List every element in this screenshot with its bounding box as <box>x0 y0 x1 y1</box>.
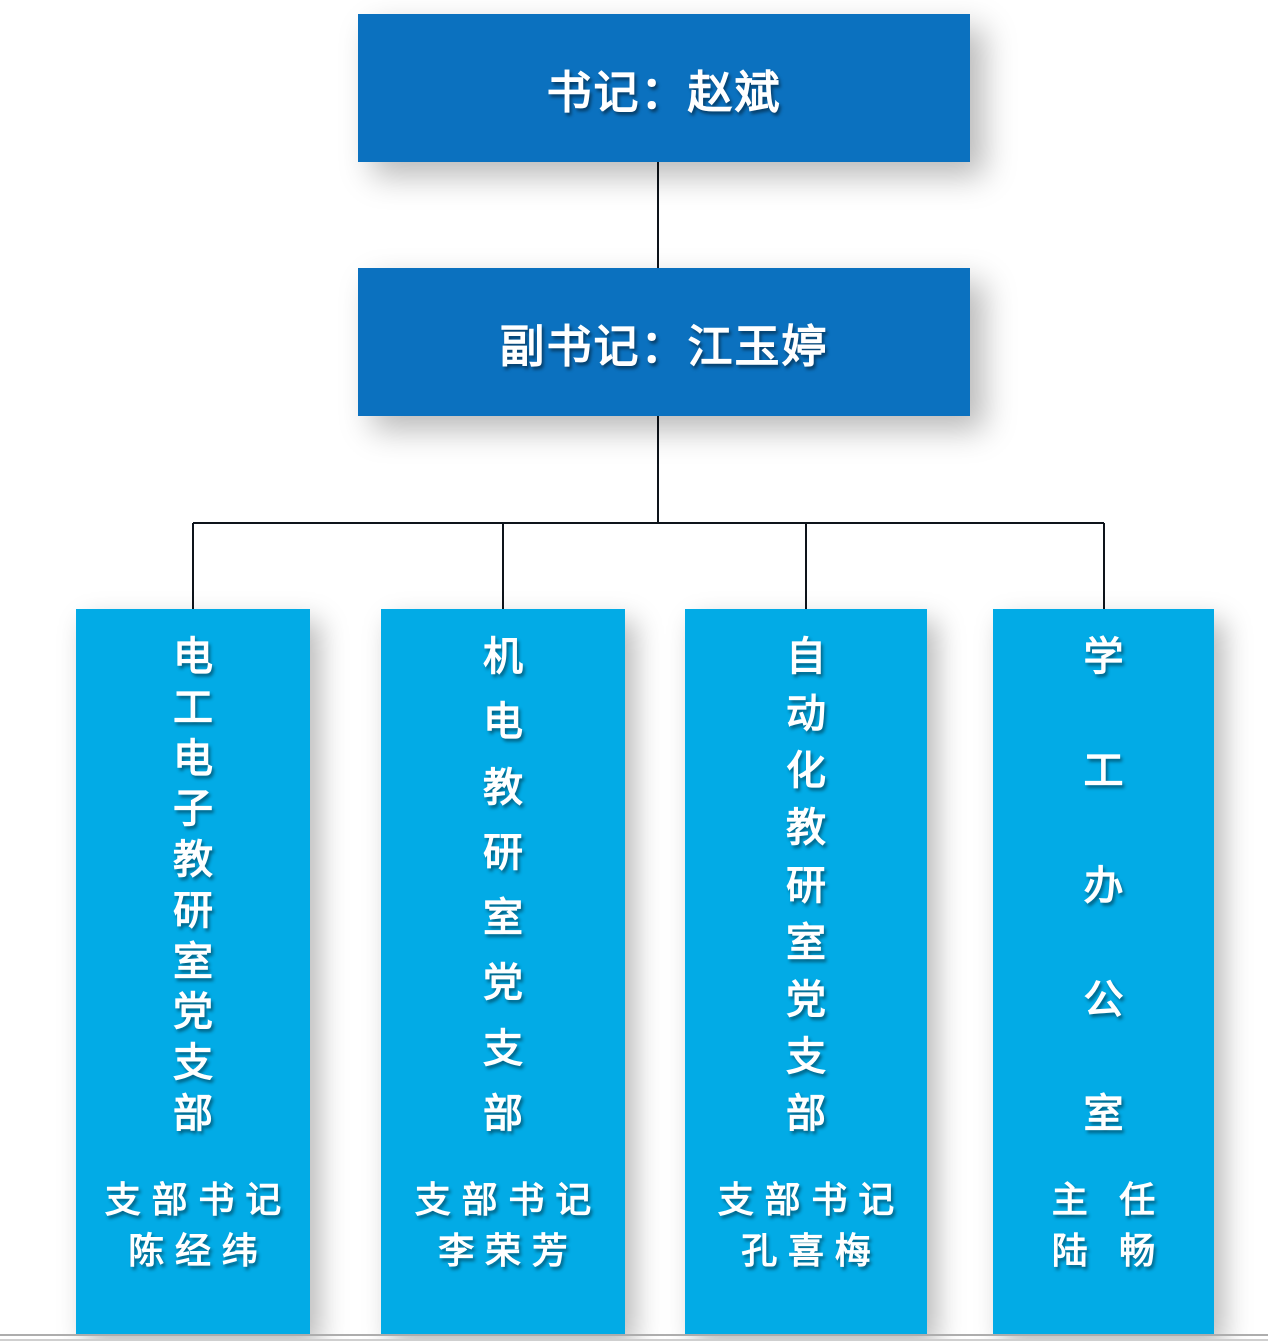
branch-box-xuegong-office: 学工办公室 主 任 陆 畅 <box>993 609 1214 1334</box>
branch-title-vertical: 学工办公室 <box>1083 635 1124 1136</box>
branch-leader-name: 陈经纬 <box>128 1229 269 1271</box>
slide-bottom-edge-line <box>0 1339 1268 1341</box>
branch-title-vertical: 自动化教研室党支部 <box>786 635 826 1136</box>
branch-leader-role: 支部书记 <box>717 1179 905 1221</box>
branch-title-vertical: 电工电子教研室党支部 <box>173 635 213 1136</box>
branch-leader-name: 孔喜梅 <box>741 1229 882 1271</box>
branch-leader-block: 主 任 陆 畅 <box>993 1175 1214 1276</box>
secretary-label: 书记：赵斌 <box>546 66 782 118</box>
deputy-secretary-box: 副书记：江玉婷 <box>358 268 970 416</box>
secretary-box: 书记：赵斌 <box>358 14 970 162</box>
branch-leader-block: 支部书记 李荣芳 <box>381 1175 625 1276</box>
branch-leader-role: 主 任 <box>1051 1179 1167 1221</box>
branch-leader-name: 李荣芳 <box>438 1229 579 1271</box>
slide-bottom-border-line <box>0 1334 1268 1336</box>
branch-box-diangong-dianzi: 电工电子教研室党支部 支部书记 陈经纬 <box>76 609 310 1334</box>
branch-leader-block: 支部书记 孔喜梅 <box>685 1175 927 1276</box>
branch-leader-block: 支部书记 陈经纬 <box>76 1175 310 1276</box>
deputy-secretary-label: 副书记：江玉婷 <box>499 320 829 372</box>
branch-title-vertical: 机电教研室党支部 <box>483 635 523 1136</box>
branch-leader-role: 支部书记 <box>104 1179 292 1221</box>
branch-leader-role: 支部书记 <box>414 1179 602 1221</box>
branch-leader-name: 陆 畅 <box>1051 1229 1167 1271</box>
branch-box-jidian: 机电教研室党支部 支部书记 李荣芳 <box>381 609 625 1334</box>
branch-box-zidonghua: 自动化教研室党支部 支部书记 孔喜梅 <box>685 609 927 1334</box>
